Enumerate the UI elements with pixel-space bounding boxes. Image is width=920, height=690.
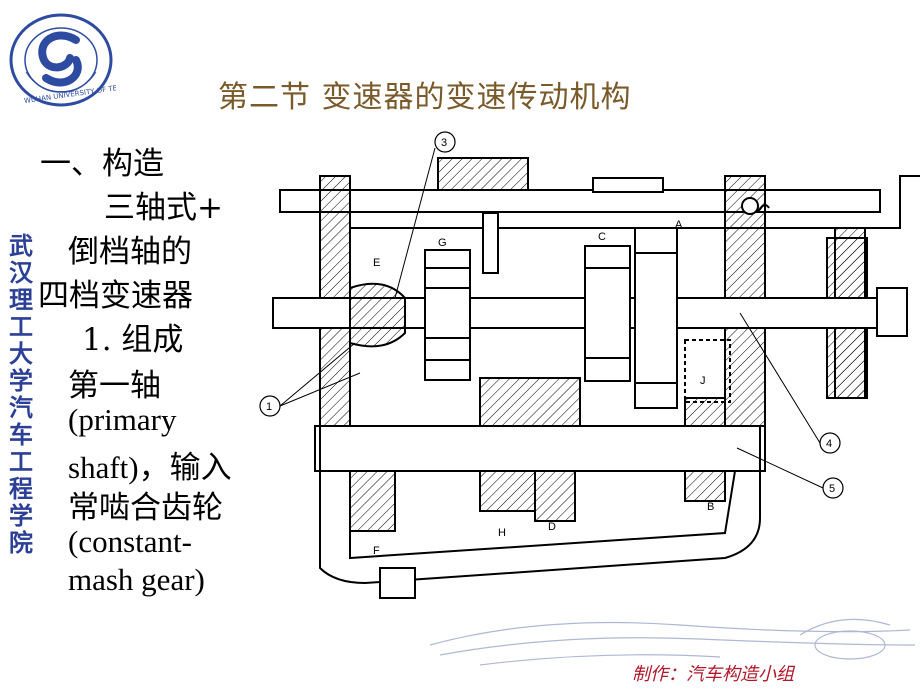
body-line: (constant- — [68, 524, 192, 559]
label-C: C — [598, 231, 606, 243]
body-line: 四档变速器 — [38, 278, 193, 314]
subsection-heading: 1. 组成 — [82, 322, 184, 358]
callout-4: 4 — [826, 438, 832, 450]
footer-car-sketch — [429, 618, 916, 666]
body-line: 常啮合齿轮 — [68, 490, 223, 526]
body-line: 第一轴 — [68, 368, 161, 404]
callout-1: 1 — [266, 401, 272, 413]
label-G: G — [438, 237, 447, 249]
sidebar-char: 大 — [9, 339, 33, 368]
gearbox-diagram: 3 1 4 5 A B C D E F G H J — [259, 131, 920, 599]
university-logo: WUHAN UNIVERSITY OF TECHNOLOGY — [9, 13, 116, 107]
sidebar-char: 学 — [9, 501, 33, 530]
page-title: 第二节 变速器的变速传动机构 — [218, 80, 632, 115]
label-B: B — [707, 501, 714, 513]
sidebar-char: 程 — [9, 474, 33, 503]
body-line: 三轴式+ — [104, 190, 223, 226]
author-credit: 制作：汽车构造小组 — [632, 664, 794, 685]
section-heading: 一、构造 — [40, 146, 164, 182]
sidebar-char: 学 — [9, 366, 33, 395]
body-line: shaft)，输入 — [68, 450, 232, 485]
sidebar-char: 工 — [9, 447, 33, 476]
label-A: A — [675, 219, 683, 231]
body-line: mash gear) — [68, 562, 205, 597]
sidebar-char: 理 — [9, 285, 33, 314]
label-H: H — [498, 527, 506, 539]
body-line: (primary — [68, 402, 177, 437]
label-F: F — [373, 545, 380, 557]
sidebar-char: 工 — [9, 312, 33, 341]
callout-5: 5 — [829, 483, 835, 495]
label-E: E — [373, 257, 380, 269]
sidebar-char: 武 — [9, 231, 33, 260]
label-D: D — [548, 521, 556, 533]
label-J: J — [700, 375, 706, 387]
sidebar-char: 车 — [9, 420, 33, 449]
body-line: 倒档轴的 — [68, 234, 192, 270]
callout-3: 3 — [441, 137, 447, 149]
sidebar-vertical-text: 武 汉 理 工 大 学 汽 车 工 程 学 院 — [4, 232, 38, 556]
sidebar-char: 院 — [9, 528, 33, 557]
sidebar-char: 汉 — [9, 258, 33, 287]
sidebar-char: 汽 — [9, 393, 33, 422]
